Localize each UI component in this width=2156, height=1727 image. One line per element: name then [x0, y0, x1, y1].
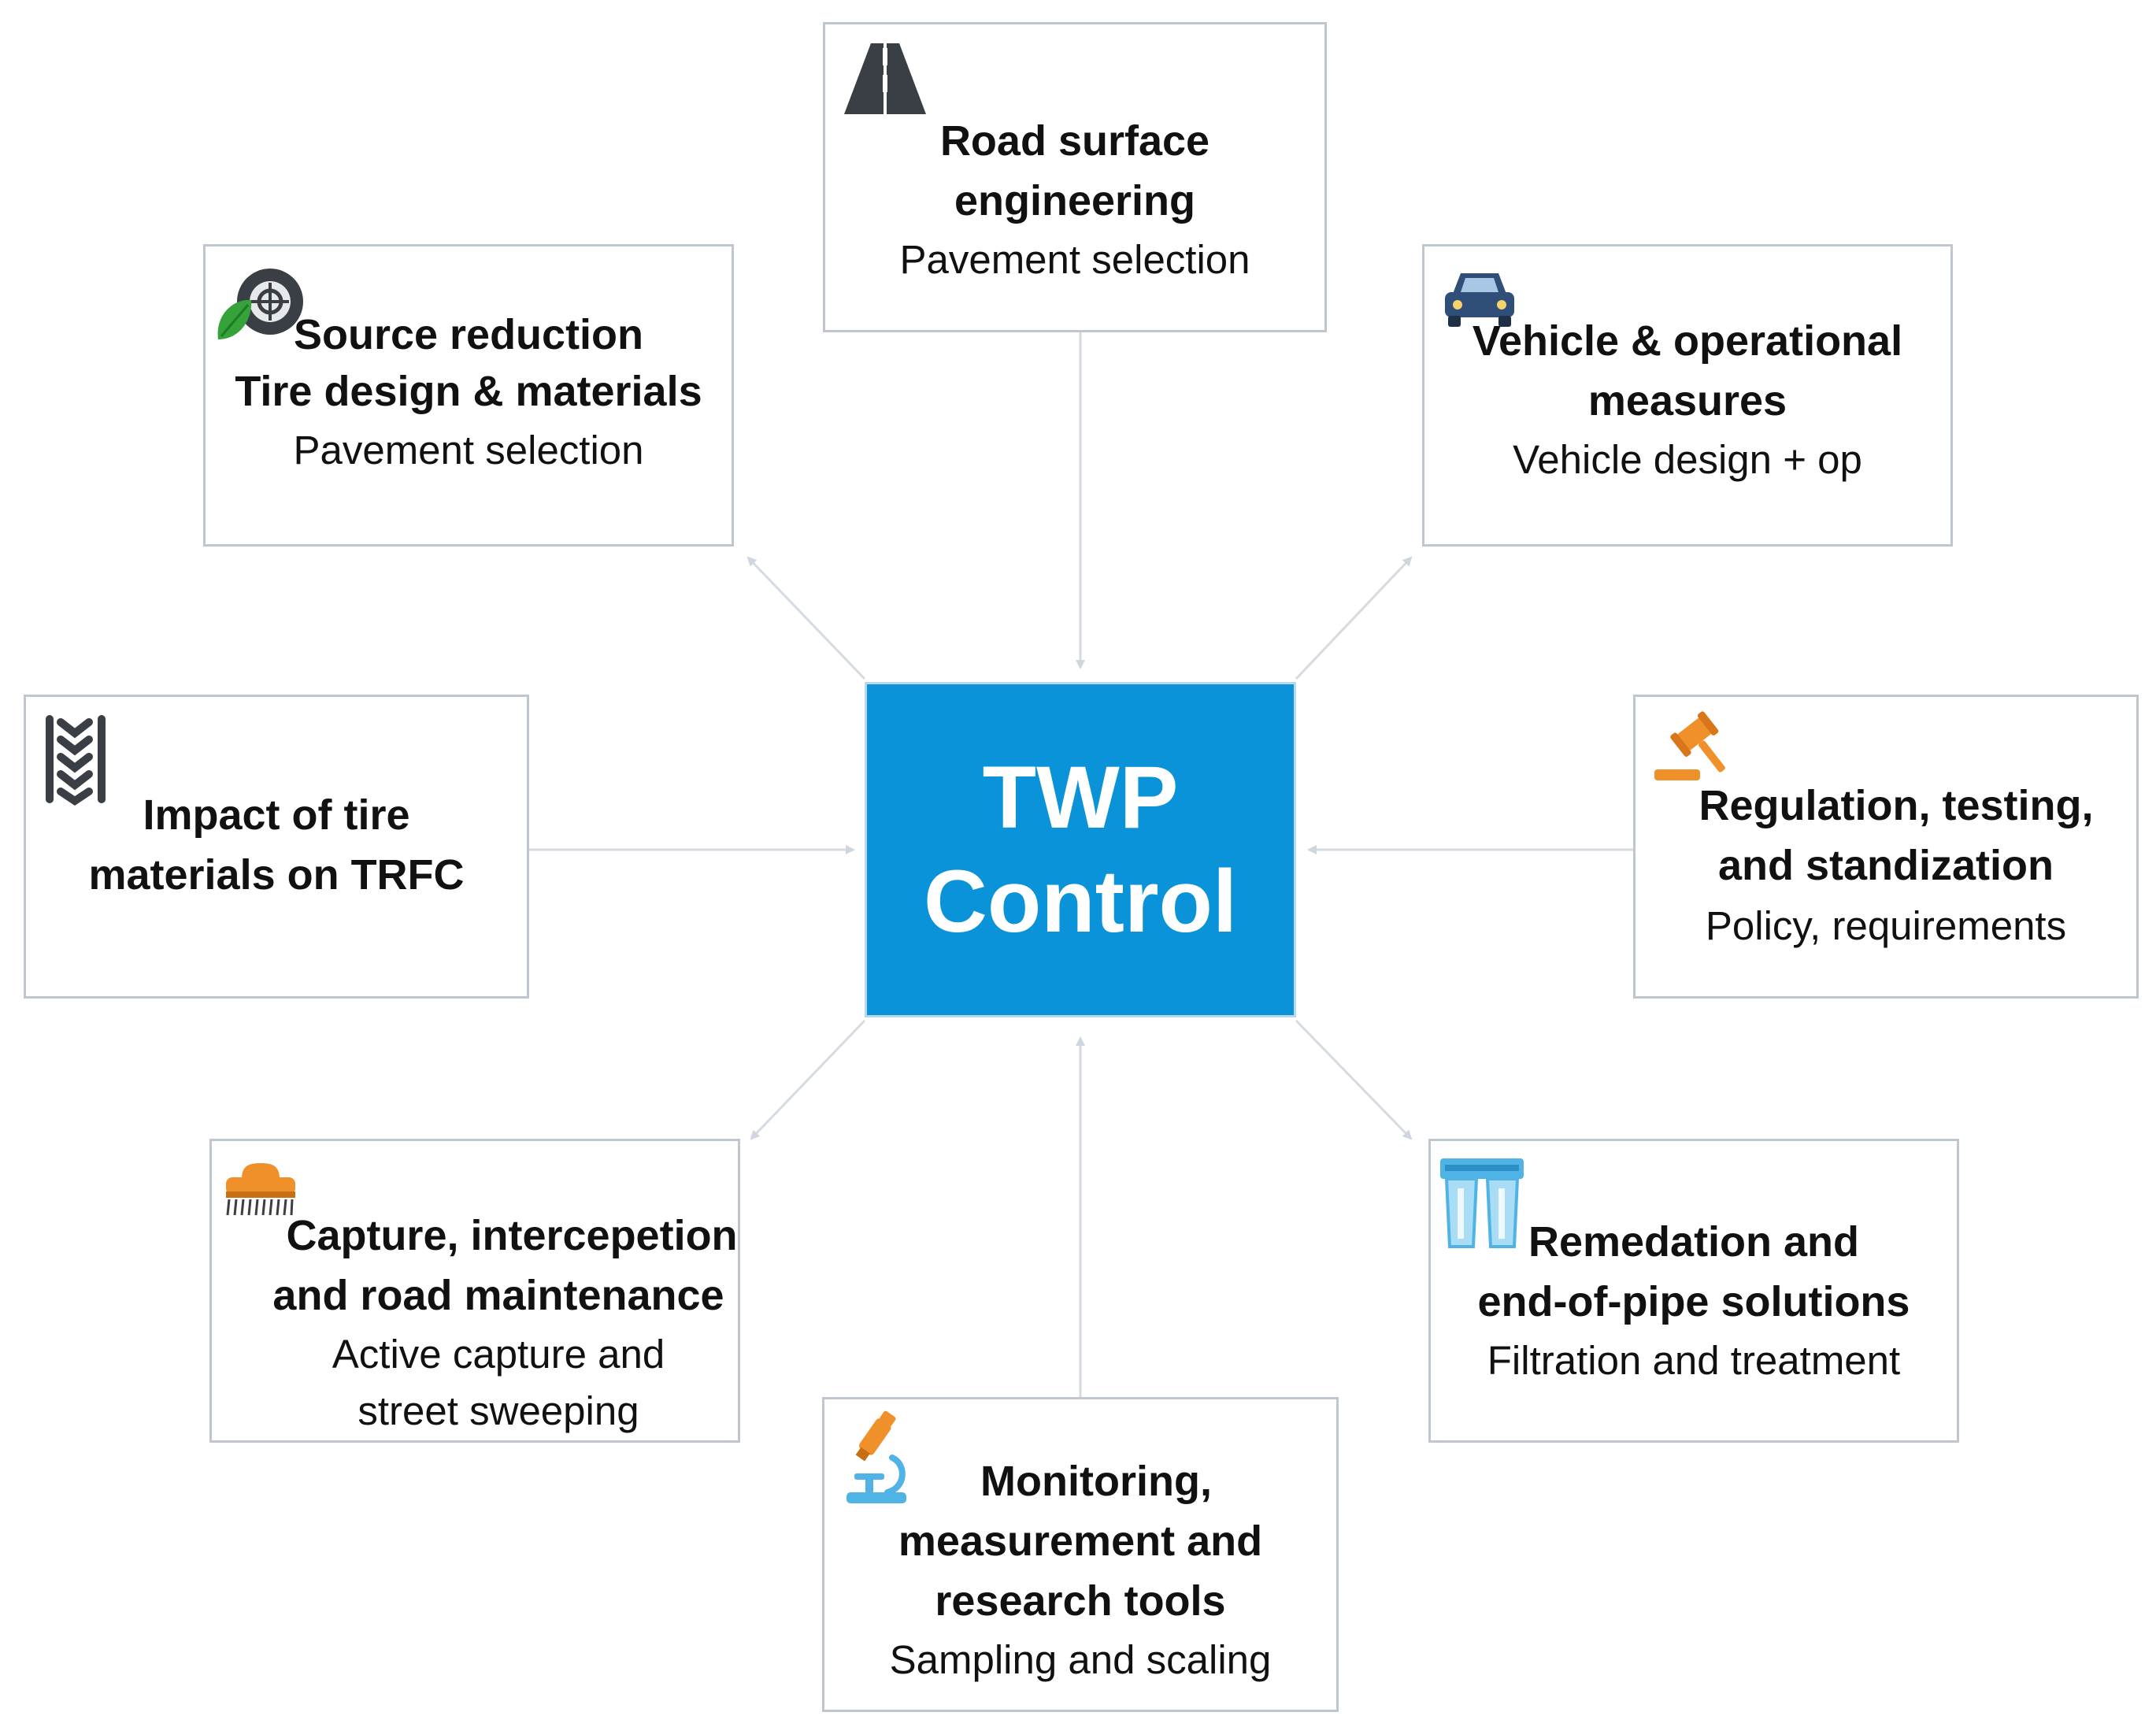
node-vehicle-operational: Vehicle & operational measures Vehicle d…	[1422, 244, 1953, 547]
regulation-title-line2: and standization	[1717, 842, 2054, 889]
vehicle-title-line1: Vehicle & operational	[1472, 317, 1903, 365]
arrow-center-to-source	[746, 556, 866, 680]
node-regulation-testing: Regulation, testing, and standization Po…	[1633, 695, 2139, 999]
capture-subtitle-line2: street sweeping	[357, 1388, 639, 1433]
vehicle-title-line2: measures	[1587, 377, 1787, 424]
tire-tread-icon	[46, 715, 106, 806]
road-subtitle: Pavement selection	[899, 237, 1250, 282]
capture-subtitle-line1: Active capture and	[332, 1332, 665, 1377]
filter-icon	[1440, 1158, 1524, 1248]
node-capture-maintenance: Capture, intercepetion and road maintena…	[209, 1139, 740, 1443]
monitoring-subtitle: Sampling and scaling	[889, 1637, 1272, 1682]
road-title-line1: Road surface	[939, 117, 1210, 165]
arrow-center-to-remediation	[1295, 1019, 1413, 1140]
node-remediation-end-of-pipe: Remedation and end-of-pipe solutions Fil…	[1428, 1139, 1959, 1443]
node-impact-tire-materials: Impact of tire materials on TRFC	[24, 695, 529, 999]
monitoring-title-line2: measurement and	[898, 1518, 1263, 1565]
tire-leaf-icon	[217, 269, 303, 339]
car-icon	[1445, 273, 1514, 327]
capture-title-line2: and road maintenance	[272, 1272, 724, 1319]
road-title-line2: engineering	[954, 177, 1196, 224]
monitoring-title-line1: Monitoring,	[980, 1458, 1212, 1505]
remediation-title-line2: end-of-pipe solutions	[1477, 1278, 1910, 1325]
microscope-icon	[846, 1410, 906, 1503]
arrow-center-to-vehicle	[1295, 556, 1413, 680]
impact-title-line2: materials on TRFC	[88, 851, 465, 899]
remediation-subtitle: Filtration and treatment	[1487, 1338, 1901, 1383]
remediation-title-line1: Remedation and	[1528, 1218, 1860, 1266]
road-icon	[844, 43, 926, 114]
vehicle-subtitle: Vehicle design + op	[1513, 437, 1862, 482]
node-road-surface: Road surface engineering Pavement select…	[823, 22, 1327, 332]
monitoring-title-line3: research tools	[935, 1577, 1226, 1625]
impact-title-line1: Impact of tire	[143, 791, 410, 839]
node-monitoring-research: Monitoring, measurement and research too…	[822, 1397, 1339, 1712]
regulation-title-line1: Regulation, testing,	[1698, 782, 2094, 829]
source-subtitle: Pavement selection	[293, 428, 644, 473]
center-node: TWP Control	[865, 682, 1296, 1017]
regulation-subtitle: Policy, requirements	[1705, 903, 2067, 948]
center-title: TWP Control	[923, 748, 1238, 951]
gavel-icon	[1654, 711, 1725, 780]
capture-title-line1: Capture, intercepetion	[286, 1212, 738, 1259]
source-title-line1: Source reduction	[293, 311, 644, 358]
source-title-line2: Tire design & materials	[235, 368, 702, 415]
brush-icon	[226, 1163, 295, 1216]
arrow-center-to-capture	[750, 1019, 866, 1140]
node-source-reduction: Source reduction Tire design & materials…	[203, 244, 734, 547]
